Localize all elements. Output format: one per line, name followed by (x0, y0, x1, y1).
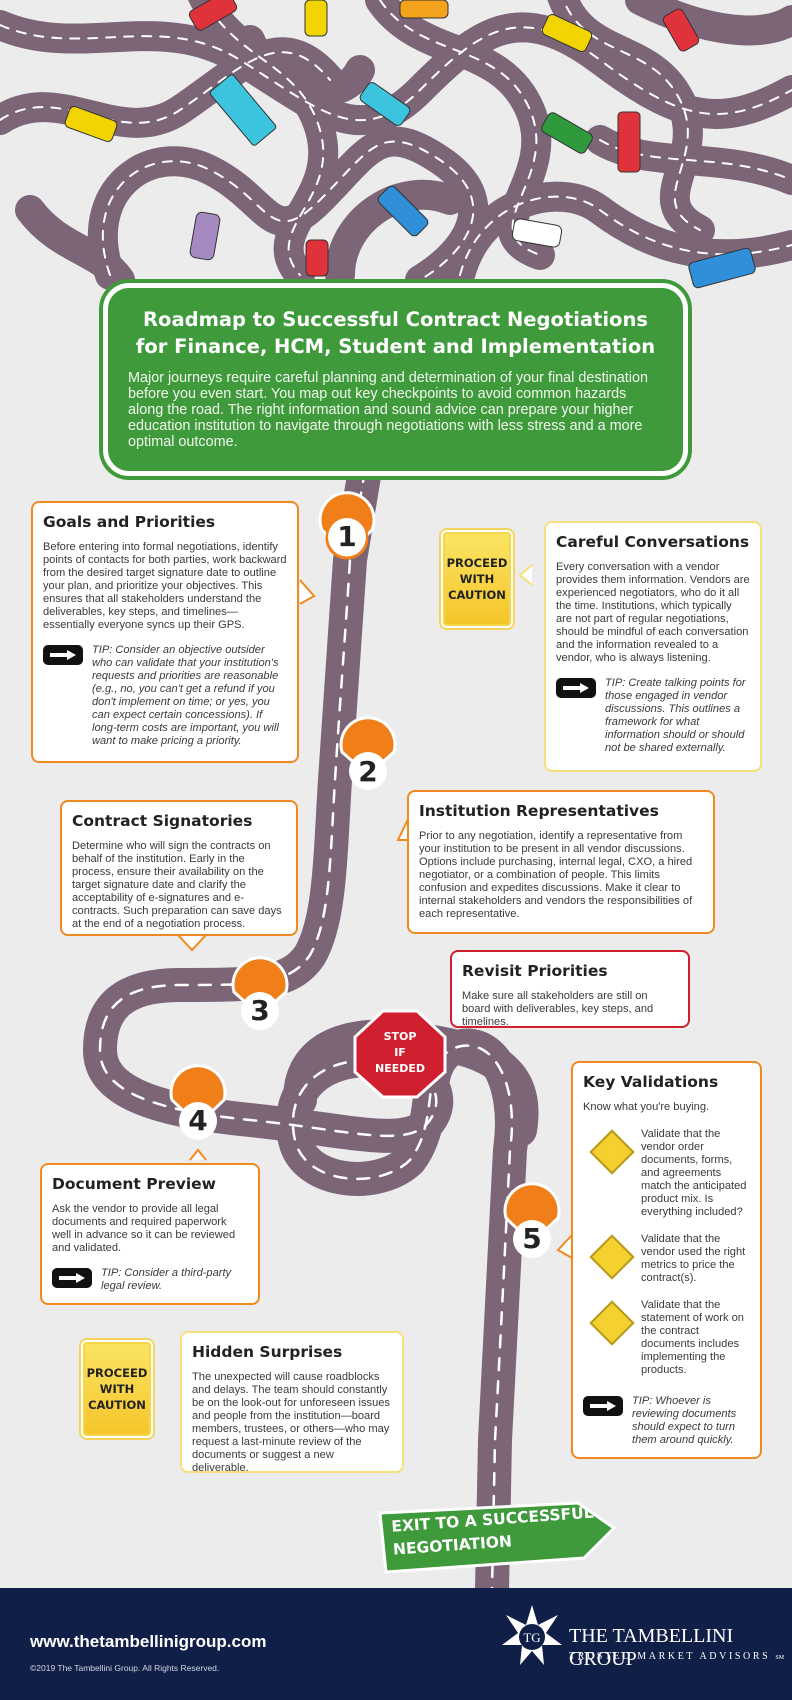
pin-number-4: 4 (188, 1104, 208, 1137)
brand-tagline: TRUSTED MARKET ADVISORS SM (569, 1651, 785, 1662)
validation-item: Validate that the vendor order documents… (583, 1128, 750, 1219)
validations-callout: Key Validations Know what you're buying.… (571, 1061, 762, 1459)
preview-callout: Document Preview Ask the vendor to provi… (40, 1163, 260, 1305)
validations-tip: TIP: Whoever is reviewing documents shou… (583, 1395, 750, 1447)
surprises-callout: Hidden Surprises The unexpected will cau… (180, 1331, 404, 1474)
validation-item: Validate that the statement of work on t… (583, 1299, 750, 1377)
careful-title: Careful Conversations (556, 533, 750, 551)
validation-item: Validate that the vendor used the right … (583, 1233, 750, 1285)
logo-letters: TG (523, 1630, 540, 1645)
careful-conversations-callout: Careful Conversations Every conversation… (544, 521, 762, 772)
arrow-right-icon (583, 1396, 623, 1416)
signatories-body: Determine who will sign the contracts on… (72, 840, 282, 930)
revisit-body: Make sure all stakeholders are still on … (462, 990, 654, 1028)
intro-text: Major journeys require careful planning … (128, 370, 648, 450)
revisit-title: Revisit Priorities (462, 962, 608, 980)
diamond-sign-icon (589, 1234, 635, 1280)
diamond-sign-icon (589, 1300, 635, 1346)
preview-tip: TIP: Consider a third-party legal review… (52, 1267, 248, 1293)
arrow-right-icon (52, 1268, 92, 1288)
surprises-body: The unexpected will cause roadblocks and… (192, 1371, 390, 1474)
representatives-title: Institution Representatives (419, 802, 659, 820)
representatives-callout: Institution Representatives Prior to any… (407, 790, 715, 934)
careful-body: Every conversation with a vendor provide… (556, 561, 750, 664)
validations-intro: Know what you're buying. (583, 1101, 710, 1113)
pin-number-1: 1 (337, 520, 357, 553)
brand-name: THE TAMBELLINI GROUP (569, 1625, 734, 1670)
arrow-right-icon (556, 678, 596, 698)
arrow-right-icon (43, 645, 83, 665)
preview-body: Ask the vendor to provide all legal docu… (52, 1203, 236, 1254)
proceed-with-caution-sign-2: PROCEED WITH CAUTION (83, 1342, 151, 1436)
tambellini-logo-icon: TG (502, 1605, 562, 1665)
proceed-with-caution-sign: PROCEED WITH CAUTION (443, 532, 511, 626)
footer (0, 1588, 792, 1700)
copyright-text: ©2019 The Tambellini Group. All Rights R… (30, 1663, 220, 1673)
diamond-sign-icon (589, 1129, 635, 1175)
stop-sign-shape (353, 1009, 447, 1099)
exit-sign-shape (378, 1501, 617, 1574)
stop-if-needed-sign: STOP IF NEEDED (374, 1030, 425, 1075)
representatives-body: Prior to any negotiation, identify a rep… (419, 830, 693, 920)
goals-body: Before entering into formal negotiations… (43, 541, 287, 631)
cars (64, 0, 756, 289)
revisit-callout: Revisit Priorities Make sure all stakeho… (450, 950, 690, 1028)
validations-title: Key Validations (583, 1073, 719, 1091)
signatories-title: Contract Signatories (72, 812, 253, 830)
pin-number-3: 3 (250, 994, 270, 1027)
header-banner: Roadmap to Successful Contract Negotiati… (103, 283, 688, 476)
surprises-title: Hidden Surprises (192, 1343, 343, 1361)
goals-tip: TIP: Consider an objective outsider who … (43, 644, 287, 748)
pin-number-5: 5 (522, 1222, 542, 1255)
careful-tip: TIP: Create talking points for those eng… (556, 677, 750, 755)
preview-title: Document Preview (52, 1175, 217, 1193)
goals-title: Goals and Priorities (43, 513, 216, 531)
pin-number-2: 2 (358, 755, 378, 788)
goals-callout: Goals and Priorities Before entering int… (31, 501, 299, 763)
signatories-callout: Contract Signatories Determine who will … (60, 800, 298, 936)
website-link[interactable]: www.thetambellinigroup.com (30, 1632, 267, 1651)
page-title: Roadmap to Successful Contract Negotiati… (135, 308, 656, 358)
